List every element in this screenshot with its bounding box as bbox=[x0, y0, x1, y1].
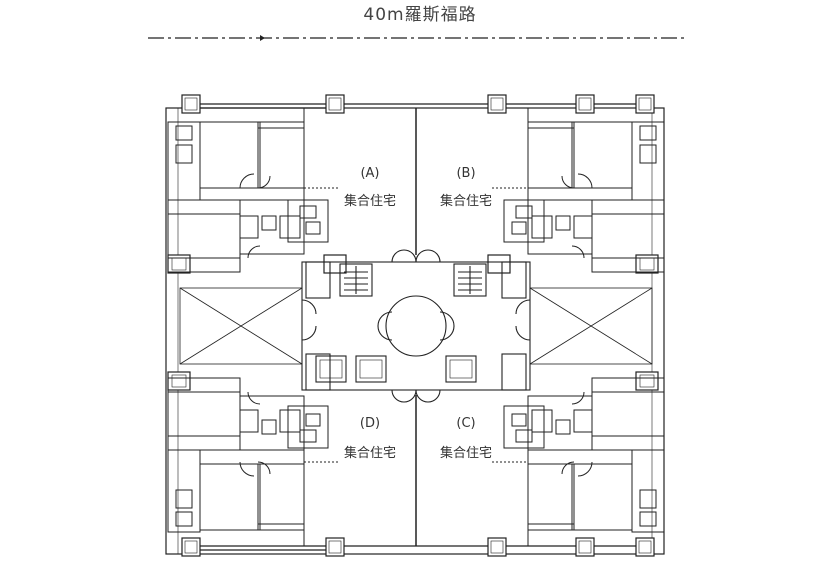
exterior-walls bbox=[200, 103, 636, 551]
unit-a-letter: (A) bbox=[360, 166, 379, 181]
unit-d-type: 集合住宅 bbox=[344, 445, 396, 461]
unit-a-type: 集合住宅 bbox=[344, 193, 396, 209]
central-core bbox=[301, 249, 531, 403]
unit-c-letter: (C) bbox=[456, 416, 475, 431]
unit-d-letter: (D) bbox=[360, 416, 380, 431]
right-void bbox=[529, 287, 653, 365]
building-frame bbox=[165, 107, 665, 555]
unit-a-rooms bbox=[167, 108, 340, 273]
unit-b-rooms bbox=[492, 108, 665, 273]
unit-d-rooms bbox=[167, 377, 340, 546]
unit-c-type: 集合住宅 bbox=[440, 445, 492, 461]
left-void bbox=[179, 287, 303, 365]
unit-c-rooms bbox=[492, 377, 665, 546]
road-centerline-arrow bbox=[260, 35, 265, 41]
unit-b-type: 集合住宅 bbox=[440, 193, 492, 209]
unit-b-letter: (B) bbox=[456, 166, 475, 181]
road-name-label: 40m羅斯福路 bbox=[363, 5, 477, 25]
